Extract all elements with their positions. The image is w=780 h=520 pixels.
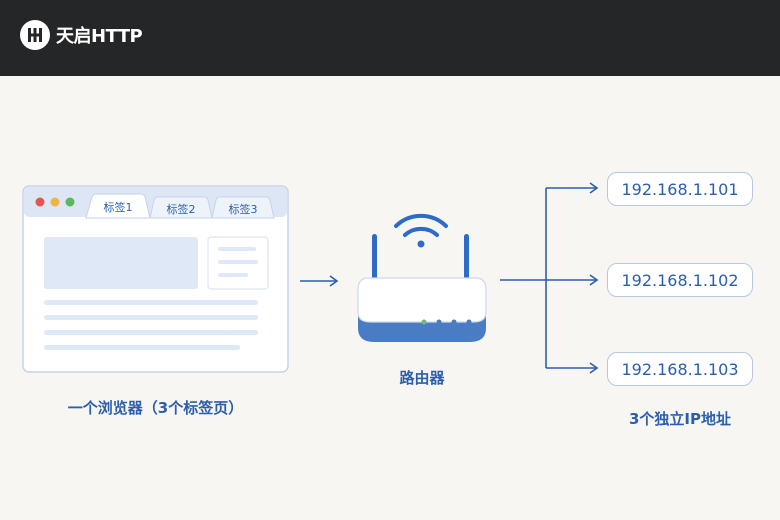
tab-3[interactable] xyxy=(211,196,275,219)
ip-address-text: 192.168.1.103 xyxy=(621,359,739,379)
content-line xyxy=(44,345,240,350)
tab-2-label: 标签2 xyxy=(166,203,196,216)
content-image-placeholder xyxy=(44,237,198,289)
ip-address-text: 192.168.1.101 xyxy=(621,179,739,199)
ip-address-box: 192.168.1.103 xyxy=(607,352,753,386)
tab-3-label: 标签3 xyxy=(228,203,258,216)
wifi-icon xyxy=(394,213,448,228)
brand-name: 天启HTTP xyxy=(56,26,143,47)
content-line xyxy=(44,300,258,305)
router-caption: 路由器 xyxy=(399,369,445,387)
ip-caption: 3个独立IP地址 xyxy=(628,410,731,428)
browser-window xyxy=(22,185,289,373)
header-bar: 天启HTTP xyxy=(0,0,780,76)
router-icon xyxy=(357,213,487,342)
tq-logo-icon xyxy=(20,20,50,50)
minimize-dot-icon[interactable] xyxy=(50,197,60,207)
maximize-dot-icon[interactable] xyxy=(65,197,75,207)
tab-1[interactable] xyxy=(85,193,151,219)
arrow-to-router-icon xyxy=(300,275,339,287)
ip-address-text: 192.168.1.102 xyxy=(621,270,739,290)
browser-caption: 一个浏览器（3个标签页） xyxy=(67,399,244,417)
content-line xyxy=(44,330,258,335)
ip-address-box: 192.168.1.102 xyxy=(607,263,753,297)
tab-2[interactable] xyxy=(149,196,213,219)
tab-1-label: 标签1 xyxy=(103,201,133,214)
ip-address-box: 192.168.1.101 xyxy=(607,172,753,206)
branch-arrows-icon xyxy=(500,182,599,374)
brand-logo[interactable]: 天启HTTP xyxy=(20,20,143,50)
close-dot-icon[interactable] xyxy=(35,197,45,207)
content-line xyxy=(44,315,258,320)
